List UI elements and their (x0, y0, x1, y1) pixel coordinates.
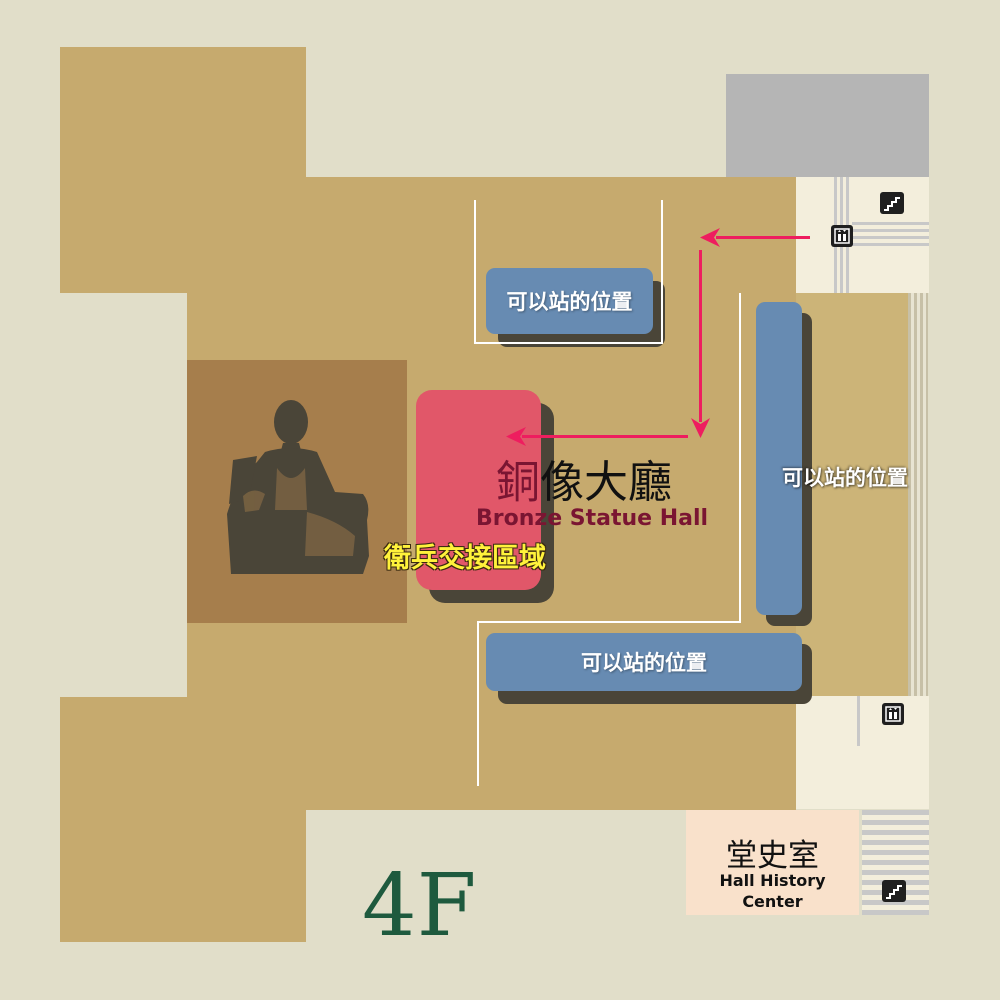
hall-title-accent: 銅 (496, 457, 540, 508)
barrier-north-right (661, 200, 663, 344)
route-arrowhead-west-2 (506, 427, 526, 446)
west-notch (60, 293, 187, 697)
history-center-title-zh: 堂史室 (726, 838, 819, 874)
standing-area-east[interactable] (756, 302, 802, 615)
elevator-icon (831, 225, 853, 247)
route-arrowhead-south (691, 418, 710, 438)
stair-landing-south (796, 696, 929, 809)
route-arrowhead-west-1 (700, 228, 720, 247)
barrier-north-bottom (474, 342, 663, 344)
standing-area-south-label: 可以站的位置 (581, 651, 707, 675)
barrier-south-top (477, 621, 741, 623)
stair-rail-south (857, 696, 860, 746)
standing-area-east-label: 可以站的位置 (782, 466, 908, 490)
barrier-south-left (477, 621, 479, 786)
hall-title-rest: 像大廳 (540, 457, 672, 508)
barrier-east (739, 293, 741, 623)
east-corridor-rail (908, 293, 928, 696)
route-arrow-segment-2 (699, 250, 702, 422)
hall-title: 銅像大廳 (496, 446, 672, 510)
standing-area-north-label: 可以站的位置 (506, 290, 633, 314)
standing-area-north[interactable]: 可以站的位置 (486, 268, 653, 334)
history-center-title-en-1: Hall History (719, 871, 826, 890)
stairs-icon (880, 192, 904, 214)
stairs-icon (882, 880, 906, 902)
history-center[interactable] (686, 810, 859, 915)
route-arrow-segment-1 (716, 236, 810, 239)
service-block (726, 74, 929, 177)
stair-rail-horizontal (852, 222, 929, 250)
east-corridor (796, 293, 908, 696)
barrier-north-left (474, 200, 476, 344)
bronze-statue (227, 400, 369, 574)
guard-exchange-zone[interactable] (416, 390, 541, 590)
route-arrow-segment-3 (522, 435, 688, 438)
history-center-title-en-2: Center (742, 892, 803, 911)
guard-zone-label: 衛兵交接區域 (384, 543, 546, 574)
elevator-icon (882, 703, 904, 725)
standing-area-south[interactable]: 可以站的位置 (486, 633, 802, 691)
floor-label: 4F (362, 856, 477, 956)
hall-title-en: Bronze Statue Hall (476, 506, 709, 531)
